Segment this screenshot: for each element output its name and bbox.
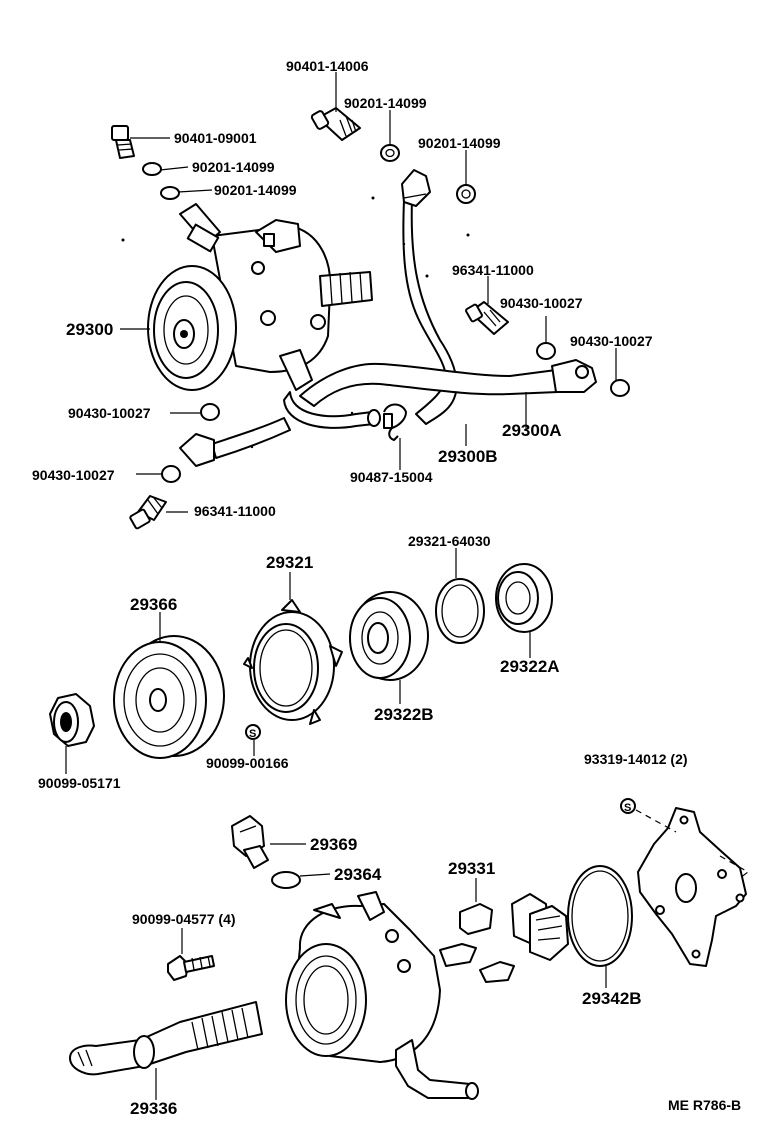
gasket-90430-10027-a <box>536 342 556 360</box>
pulley-29366 <box>113 635 225 759</box>
label-29300: 29300 <box>66 320 113 339</box>
gasket-29364 <box>271 871 301 889</box>
label-90430-10027-d: 90430-10027 <box>32 467 115 483</box>
union-bolt-96341-11000-b <box>129 495 167 530</box>
label-93319-14012: 93319-14012 (2) <box>584 751 688 767</box>
sensor-29369 <box>231 815 269 869</box>
bearing-29322B <box>349 591 429 681</box>
label-29364: 29364 <box>334 865 382 884</box>
label-96341-11000-a: 96341-11000 <box>452 262 534 278</box>
label-90430-10027-c: 90430-10027 <box>68 405 151 421</box>
label-29322A: 29322A <box>500 657 560 676</box>
hose-29300B <box>401 169 458 425</box>
bolt-90099-04577 <box>167 955 215 981</box>
label-90201-14099-c: 90201-14099 <box>214 182 297 198</box>
rotor-assembly <box>511 893 569 961</box>
o-ring-29321-64030 <box>435 578 485 644</box>
s-mark-90099-00166: S <box>245 724 261 740</box>
leader-lines <box>65 72 617 1100</box>
hose-29300A <box>299 359 597 407</box>
pump-housing <box>285 891 479 1100</box>
label-90430-10027-a: 90430-10027 <box>500 295 583 311</box>
union-bolt-96341-11000-a <box>465 301 509 335</box>
washer-small-2 <box>160 186 180 200</box>
svg-text:S: S <box>249 728 256 740</box>
label-90201-14099-d: 90201-14099 <box>418 135 501 151</box>
label-90201-14099-a: 90201-14099 <box>344 95 427 111</box>
label-29300B: 29300B <box>438 447 498 466</box>
vanes-29331 <box>439 903 515 983</box>
label-90201-14099-b: 90201-14099 <box>192 159 275 175</box>
washer-90201-14099-a <box>380 144 400 162</box>
label-90401-09001: 90401-09001 <box>174 130 257 146</box>
shaft-29336 <box>69 1001 263 1076</box>
label-29366: 29366 <box>130 595 177 614</box>
label-29321-64030: 29321-64030 <box>408 533 491 549</box>
bolt-90401-14006 <box>310 107 361 141</box>
label-29300A: 29300A <box>502 421 562 440</box>
s-mark-93319-14012: S <box>620 798 636 814</box>
plate-93319-14012 <box>637 807 747 967</box>
hose-clamp-90487-15004 <box>383 403 407 441</box>
washer-90201-14099-b <box>456 184 476 204</box>
svg-text:S: S <box>624 802 631 814</box>
vacuum-pipe-lower <box>179 391 381 467</box>
oil-seal-29322A <box>495 563 553 633</box>
nut-90099-05171 <box>49 693 95 747</box>
label-29331: 29331 <box>448 859 495 878</box>
label-90430-10027-b: 90430-10027 <box>570 333 653 349</box>
label-29342B: 29342B <box>582 989 642 1008</box>
label-96341-11000-b: 96341-11000 <box>194 503 276 519</box>
cover-29321 <box>243 599 343 725</box>
reference-code: ME R786-B <box>668 1097 741 1113</box>
gasket-90430-10027-d <box>161 465 181 483</box>
label-29369: 29369 <box>310 835 357 854</box>
label-90401-14006: 90401-14006 <box>286 58 369 74</box>
vacuum-pump-29300 <box>147 203 373 391</box>
label-90487-15004: 90487-15004 <box>350 469 433 485</box>
gasket-90430-10027-c <box>200 403 220 421</box>
bolt-90401-09001 <box>111 125 135 159</box>
label-90099-05171: 90099-05171 <box>38 775 121 791</box>
gasket-90430-10027-b <box>610 379 630 397</box>
label-29336: 29336 <box>130 1099 177 1118</box>
o-ring-29342B <box>567 865 633 967</box>
part-number-labels: 90401-14006 90201-14099 90401-09001 9020… <box>32 58 741 1118</box>
label-90099-04577: 90099-04577 (4) <box>132 911 236 927</box>
label-90099-00166: 90099-00166 <box>206 755 289 771</box>
washer-small-1 <box>142 162 162 176</box>
label-29321: 29321 <box>266 553 313 572</box>
label-29322B: 29322B <box>374 705 434 724</box>
